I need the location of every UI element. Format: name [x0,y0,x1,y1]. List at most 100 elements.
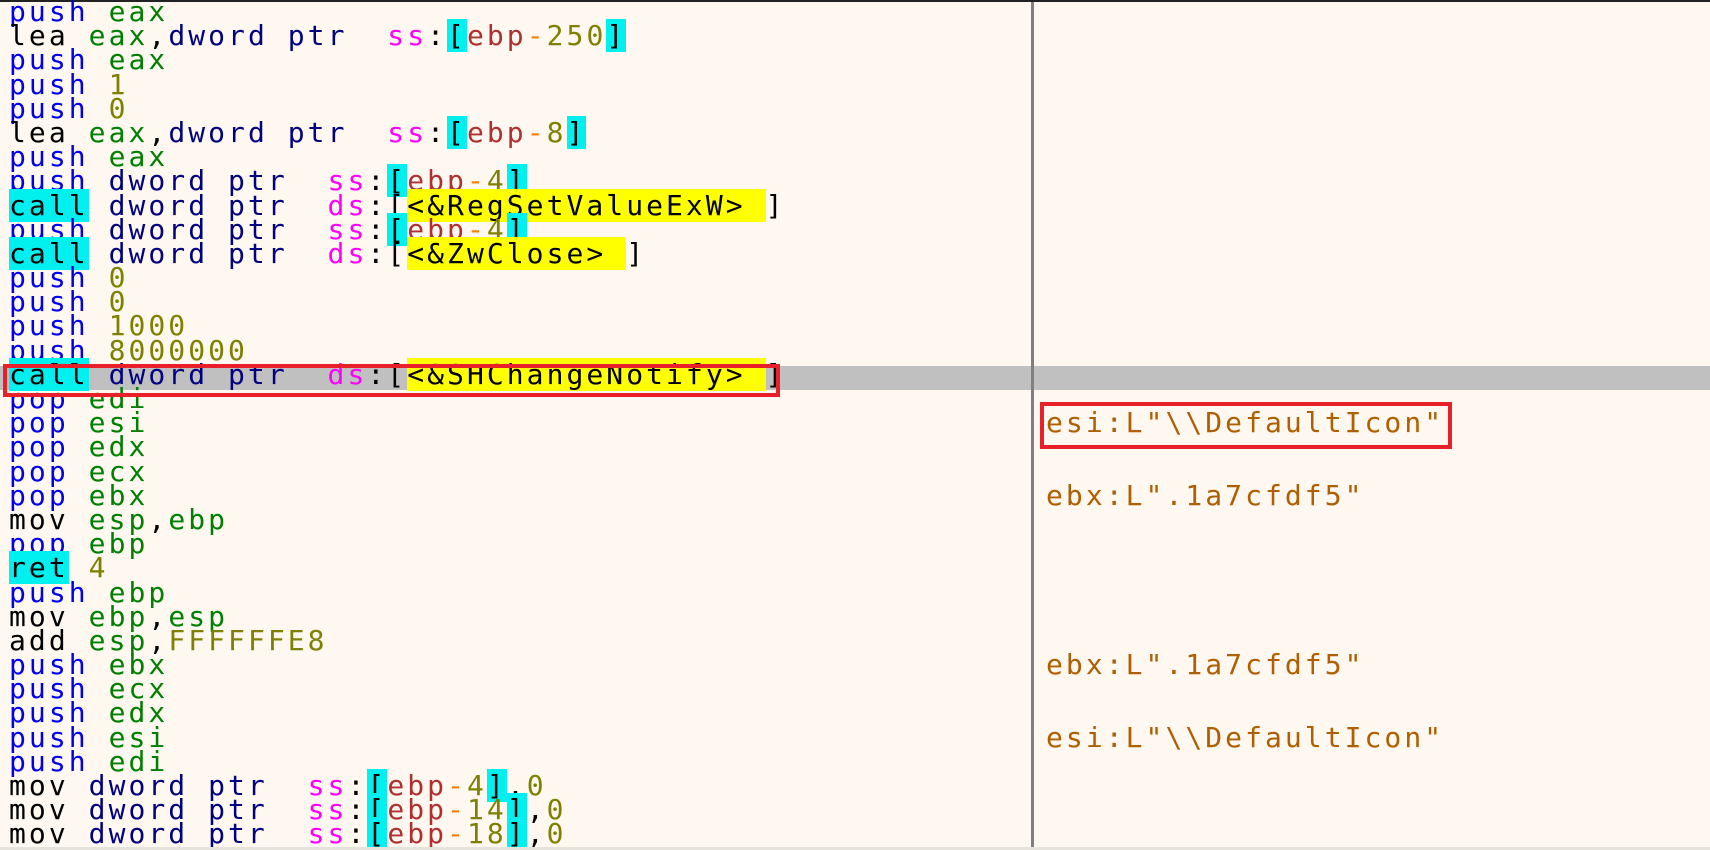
operand-colon: : [347,769,368,802]
disassembly-row[interactable]: pop edi [0,385,1710,414]
operand-num: 4 [466,769,487,802]
mnemonic: call [9,188,89,222]
instruction: ret 4 [9,551,109,585]
operand-comma: , [506,769,527,802]
operand-size: dword ptr [168,19,368,53]
mnemonic: pop [9,406,69,440]
instruction: push dword ptr ss:[ebp-4] [9,212,527,246]
disassembly-row[interactable]: pop ebp [0,530,1710,559]
operand-brn: ] [765,188,786,222]
operand-comma: , [526,793,547,827]
disassembly-row[interactable]: push 0 [0,288,1710,317]
operand-reg: edx [108,696,169,730]
operand-breg: ebp [466,19,527,53]
instruction: push eax [9,46,168,74]
disassembly-row[interactable]: lea eax,dword ptr ss:[ebp-250] [0,19,1710,53]
disassembly-row[interactable]: push edx [0,699,1710,728]
mnemonic: ret [9,551,69,585]
operand-api: <&SHChangeNotify> [407,357,766,391]
operand-comma: , [148,502,169,536]
operand-seg: ss [367,19,428,53]
disassembly-row[interactable]: push ecx [0,675,1710,704]
disassembly-row[interactable]: pop ecx [0,457,1710,487]
operand-br: [ [387,212,408,246]
register-comment: ebx:L".1a7cfdf5" [1046,648,1365,682]
operand-num: 18 [466,817,507,850]
mnemonic: push [9,575,89,609]
instruction: pop ecx [9,457,148,485]
disassembly-row[interactable]: mov dword ptr ss:[ebp-4],0 [0,769,1710,802]
operand-num: 4 [88,551,109,585]
disassembly-row[interactable]: mov esp,ebp [0,505,1710,535]
disassembly-row[interactable]: push 1 [0,70,1710,100]
disassembly-row-selected[interactable]: call dword ptr ds:[<&SHChangeNotify> ] [0,357,1710,391]
disassembly-row[interactable]: push 0 [0,94,1710,124]
disassembly-row[interactable]: pop edx [0,433,1710,462]
operand-br: [ [367,817,388,850]
mnemonic: push [9,261,89,295]
operand-reg: ebx [108,648,169,682]
operand-reg: edi [88,382,149,415]
operand-reg: eax [88,115,149,149]
instruction: mov esp,ebp [9,505,228,533]
operand-br: ] [506,817,527,850]
operand-reg: esp [168,599,229,633]
disassembly-row[interactable]: call dword ptr ds:[<&ZwClose> ] [0,236,1710,270]
instruction: push ebx [9,651,168,679]
instruction: push 0 [9,94,128,122]
mnemonic: lea [9,19,69,53]
operand-num: 0 [108,261,129,295]
disassembly-row[interactable]: pop esi esi:L"\\DefaultIcon" [0,406,1710,440]
instruction: push eax [9,143,168,171]
disassembly-row[interactable]: push ebp [0,578,1710,608]
disassembly-row[interactable]: mov ebp,esp [0,602,1710,632]
disassembly-row[interactable]: call dword ptr ds:[<&RegSetValueExW> ] [0,188,1710,222]
disassembly-row[interactable]: mov dword ptr ss:[ebp-14],0 [0,793,1710,827]
operand-br: [ [387,164,408,198]
disassembly-row[interactable]: push eax [0,0,1710,28]
operand-brn: [ [387,188,408,222]
disassembly-row[interactable]: mov dword ptr ss:[ebp-18],0 [0,817,1710,850]
operand-minus: - [447,769,467,802]
operand-brn: [ [387,236,408,270]
instruction: mov ebp,esp [9,602,228,630]
disassembly-row[interactable]: lea eax,dword ptr ss:[ebp-8] [0,115,1710,149]
operand-colon: : [427,115,448,149]
operand-reg: eax [108,0,169,28]
operand-reg: ebp [108,575,169,609]
column-divider-handle[interactable] [1031,2,1034,847]
instruction: mov dword ptr ss:[ebp-14],0 [9,793,567,827]
instruction: pop edi [9,385,148,413]
register-comment: esi:L"\\DefaultIcon" [1046,406,1445,440]
operand-breg: ebp [466,115,527,149]
operand-colon: : [367,357,388,391]
instruction: push esi [9,723,168,751]
disassembly-row[interactable]: ret 4 [0,551,1710,585]
disassembly-row[interactable]: push ebx ebx:L".1a7cfdf5" [0,648,1710,682]
mnemonic: mov [9,599,69,633]
operand-colon: : [367,188,388,222]
disassembly-row[interactable]: push edi [0,747,1710,777]
operand-seg: ss [287,769,348,802]
mnemonic: call [9,236,89,270]
disassembly-row[interactable]: push dword ptr ss:[ebp-4] [0,212,1710,246]
mnemonic: push [9,696,89,730]
operand-colon: : [427,19,448,53]
operand-reg: eax [108,140,169,174]
operand-num: 4 [486,212,507,246]
disassembly-row[interactable]: add esp,FFFFFFE8 [0,626,1710,656]
instruction: push ebp [9,578,168,606]
disassembly-row[interactable]: push 1000 [0,312,1710,341]
disassembly-row[interactable]: push eax [0,46,1710,75]
operand-reg: esi [88,406,149,440]
operand-colon: : [367,212,388,246]
operand-comma: , [148,599,169,633]
mnemonic: pop [9,382,69,415]
disassembly-row[interactable]: push 0 [0,264,1710,293]
disassembly-row[interactable]: push eax [0,143,1710,172]
operand-size: dword ptr [108,188,308,222]
operand-seg: ss [367,115,428,149]
